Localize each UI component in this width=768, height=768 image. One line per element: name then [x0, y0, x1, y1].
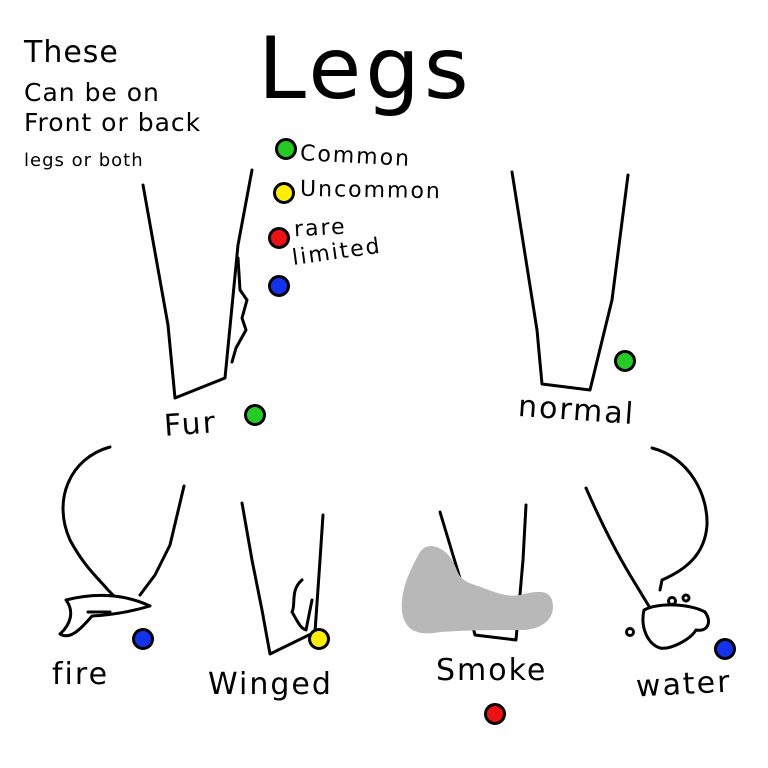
note-line: These — [24, 35, 119, 70]
note-line: legs or both — [24, 150, 144, 171]
note-line: Can be on — [24, 78, 160, 107]
rarity-dot-common — [275, 138, 297, 160]
water-leg-drawing — [584, 446, 709, 610]
leg-label-fur: Fur — [162, 405, 219, 444]
leg-label-smoke: Smoke — [436, 653, 548, 688]
fire-flame-shape — [58, 593, 152, 638]
rarity-label-common: Common — [299, 141, 412, 172]
smoke-cloud — [401, 546, 553, 634]
leg-label-winged: Winged — [208, 667, 333, 702]
leg-rarity-dot-winged — [308, 628, 330, 650]
page-title: Legs — [258, 19, 473, 119]
water-droplet — [625, 627, 635, 637]
note-line: Front or back — [24, 108, 202, 137]
rarity-dot-limited — [268, 275, 290, 297]
fur-leg-drawing — [141, 168, 254, 400]
leg-rarity-dot-normal — [614, 350, 636, 372]
water-splash-shape — [641, 603, 710, 650]
leg-label-normal: normal — [516, 388, 637, 433]
rarity-label-uncommon: Uncommon — [299, 176, 443, 205]
rarity-dot-uncommon — [273, 182, 295, 204]
winged-leg-drawing — [240, 501, 325, 656]
leg-rarity-dot-fire — [132, 628, 154, 650]
smoke-leg-drawing — [438, 503, 528, 642]
water-droplet — [667, 596, 677, 606]
water-droplet — [681, 593, 691, 603]
leg-rarity-dot-fur — [244, 404, 266, 426]
leg-label-fire: fire — [52, 657, 110, 692]
rarity-label-rare: rare — [293, 214, 348, 243]
fire-leg-drawing — [61, 445, 186, 602]
leg-rarity-dot-smoke — [484, 703, 506, 725]
leg-rarity-dot-water — [714, 638, 736, 660]
leg-label-water: water — [635, 664, 733, 705]
normal-leg-drawing — [510, 170, 630, 392]
rarity-dot-rare — [268, 227, 290, 249]
